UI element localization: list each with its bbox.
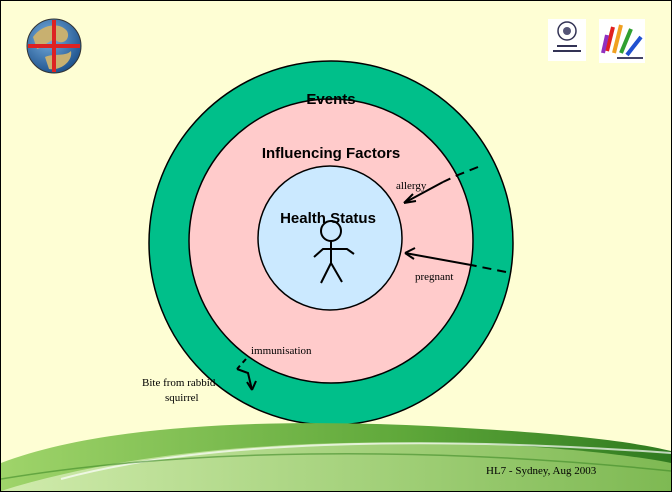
footer-text: HL7 - Sydney, Aug 2003 (486, 465, 597, 477)
influencing-factors-label: Influencing Factors (262, 145, 400, 162)
bite-arrow (236, 358, 257, 391)
colorful-arrows-logo (599, 19, 645, 63)
bite-label-line1: Bite from rabbid (142, 377, 216, 389)
globe-logo (26, 18, 82, 74)
pregnant-arrow (404, 247, 507, 273)
stick-figure-icon (313, 220, 355, 284)
health-status-circle (257, 165, 403, 311)
decorative-swoosh (1, 423, 671, 491)
pregnant-label: pregnant (415, 271, 453, 283)
immunisation-label: immunisation (251, 345, 312, 357)
health-status-label: Health Status (280, 210, 376, 227)
events-label: Events (306, 91, 355, 108)
bite-label-line2: squirrel (165, 392, 199, 404)
allergy-label: allergy (396, 180, 427, 192)
council-seal-logo (548, 19, 586, 61)
allergy-arrow (403, 166, 479, 204)
